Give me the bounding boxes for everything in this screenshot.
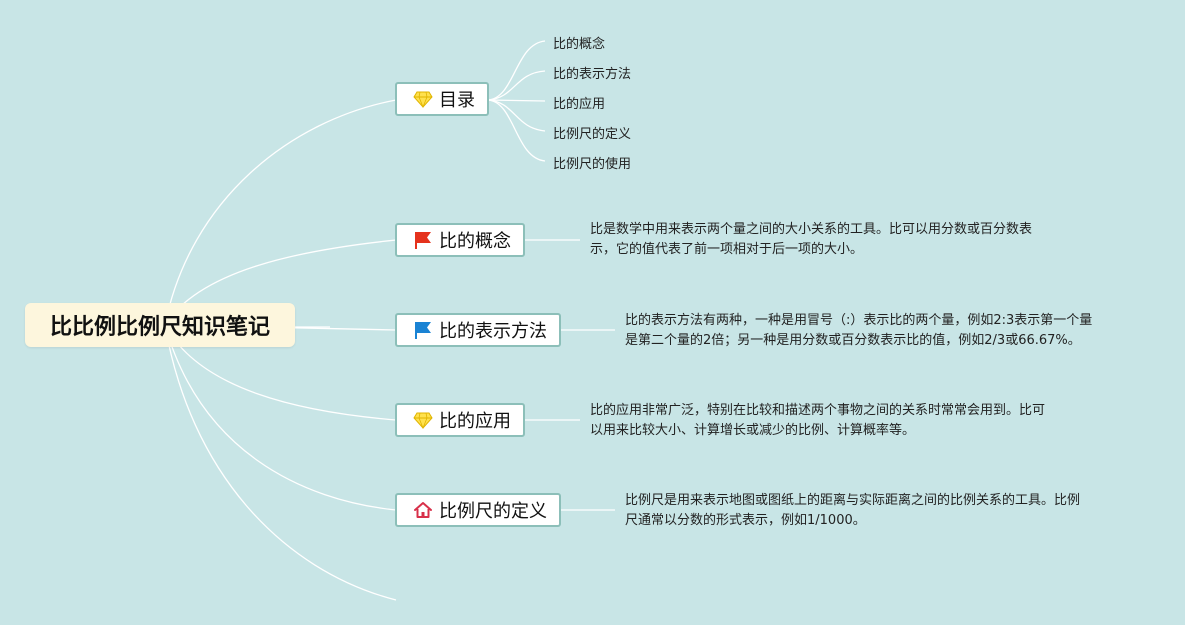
topic-application-label: 比的应用 (439, 411, 511, 432)
connector-root-scale-definition (164, 324, 397, 511)
house-icon (413, 500, 433, 520)
root-title: 比比例比例尺知识笔记 (49, 315, 270, 340)
toc-item-1[interactable]: 比的概念 (553, 37, 606, 52)
topic-representation-label: 比的表示方法 (439, 321, 547, 342)
connector-toc-item-3 (487, 99, 546, 102)
topic-concept[interactable]: 比的概念 (395, 223, 525, 257)
connector-toc-item-5 (487, 99, 546, 162)
application-description-line-2: 以用来比较大小、计算增长或减少的比例、计算概率等。 (590, 423, 916, 438)
concept-description-line-2: 示，它的值代表了前一项相对于后一项的大小。 (590, 242, 864, 257)
root-topic[interactable]: 比比例比例尺知识笔记 (25, 303, 295, 347)
application-description: 比的应用非常广泛，特别在比较和描述两个事物之间的关系时常常会用到。比可 以用来比… (590, 401, 1090, 441)
topic-representation[interactable]: 比的表示方法 (395, 313, 561, 347)
diamond-icon (413, 410, 433, 430)
topic-toc-label: 目录 (439, 90, 475, 111)
toc-item-5[interactable]: 比例尺的使用 (553, 157, 632, 172)
connector-toc-item-2 (487, 70, 546, 101)
red-flag-icon (413, 230, 433, 250)
topic-scale-definition[interactable]: 比例尺的定义 (395, 493, 561, 527)
representation-description: 比的表示方法有两种，一种是用冒号（:）表示比的两个量，例如2:3表示第一个量 是… (625, 311, 1145, 351)
representation-description-line-1: 比的表示方法有两种，一种是用冒号（:）表示比的两个量，例如2:3表示第一个量 (625, 313, 1093, 328)
toc-item-3[interactable]: 比的应用 (553, 97, 606, 112)
connector-root-scale-usage (164, 324, 397, 601)
scale-definition-description: 比例尺是用来表示地图或图纸上的距离与实际距离之间的比例关系的工具。比例 尺通常以… (625, 491, 1125, 531)
scale-definition-description-line-2: 尺通常以分数的形式表示，例如1/1000。 (625, 513, 866, 528)
topic-application[interactable]: 比的应用 (395, 403, 525, 437)
blue-flag-icon (413, 320, 433, 340)
toc-item-2[interactable]: 比的表示方法 (553, 67, 632, 82)
concept-description: 比是数学中用来表示两个量之间的大小关系的工具。比可以用分数或百分数表 示，它的值… (590, 220, 1080, 260)
connector-root-toc (164, 99, 397, 326)
connector-toc-item-4 (487, 99, 546, 132)
connector-toc-item-1 (487, 40, 546, 101)
scale-definition-description-line-1: 比例尺是用来表示地图或图纸上的距离与实际距离之间的比例关系的工具。比例 (625, 493, 1081, 508)
toc-item-4[interactable]: 比例尺的定义 (553, 127, 632, 142)
connector-root-application (164, 324, 397, 421)
concept-description-line-1: 比是数学中用来表示两个量之间的大小关系的工具。比可以用分数或百分数表 (590, 222, 1033, 237)
topic-toc[interactable]: 目录 (395, 82, 489, 116)
topic-scale-definition-label: 比例尺的定义 (439, 501, 547, 522)
diamond-icon (413, 89, 433, 109)
application-description-line-1: 比的应用非常广泛，特别在比较和描述两个事物之间的关系时常常会用到。比可 (590, 403, 1046, 418)
representation-description-line-2: 是第二个量的2倍；另一种是用分数或百分数表示比的值，例如2/3或66.67%。 (625, 333, 1081, 348)
topic-concept-label: 比的概念 (439, 231, 511, 252)
